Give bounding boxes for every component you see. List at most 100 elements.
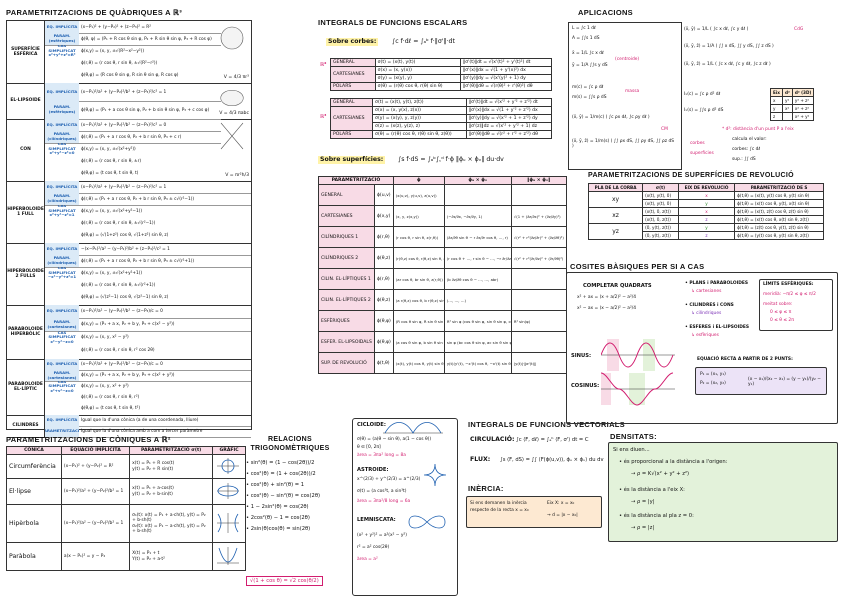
surf-cell-d3: R² sin(φ)	[510, 310, 567, 332]
surfaces-label: Sobre superfícies:	[318, 156, 386, 164]
curve-param: σ(y) = (x(y), y, z(y))	[372, 114, 467, 123]
basics-cylinders: • CILINDRES i CONS	[685, 303, 734, 308]
quadric-name: HIPERBOLOIDE 2 FULLS	[7, 243, 45, 305]
limits-line: 0 ≤ φ ≤ π	[770, 310, 792, 315]
rev-curve: (0, y(t), z(t))	[642, 231, 679, 240]
axis-cell: x² + y²	[791, 112, 815, 121]
line-title: EQUACIÓ RECTA A PARTIR DE 2 PUNTS:	[697, 357, 793, 362]
inertia-text: Si ens demanen la inèrcia respecte de la…	[470, 501, 529, 513]
quadric-row: ϕ(r,θ) = (r cos θ, r sin θ, r² cos 2θ)	[45, 344, 251, 357]
rev-plane: xy	[587, 191, 644, 208]
conic-name: Hipèrbola	[6, 504, 62, 543]
densitat-item: • és la distància a l'eix X:	[619, 487, 685, 493]
quadric-formula: ϕ(r,θ) = (r cos θ, r sin θ, ±√(r²−1))	[81, 220, 156, 226]
surf-cell-d2: (−∂z/∂x, −∂z/∂y, 1)	[443, 205, 512, 227]
app-centroid-x: x̄ = 1/L ∫c x dℓ	[572, 51, 604, 56]
astroid-area: àrea = 3πa²/8 long = 6a	[357, 499, 411, 504]
surf-cell-d1: (a r(θ,z) cos θ, b r(θ,z) sin θ, z)	[392, 289, 445, 311]
axis-cell: x	[770, 96, 783, 105]
quadric-row-label: EQ. IMPLÍCITA	[45, 243, 79, 255]
basics-box: COMPLETAR QUADRATS x² + ax = (x + a/2)² …	[566, 272, 838, 424]
quadric-row: ϕ(r,θ) = (r cos θ, r sin θ, r²)	[45, 392, 251, 403]
quadric-formula: ϕ(x,y) = (P₁ + a x, P₂ + b y, P₃ + c(x² …	[81, 373, 175, 378]
surf-cell-d1: (x(t), y(t) cos θ, y(t) sin θ)	[392, 352, 445, 374]
quadric-formula: ϕ(θ,φ) = (√(z²−1) cos θ, √(z²−1) sin θ, …	[81, 294, 169, 300]
surf-cell-d3	[510, 184, 567, 206]
quadric-row: ϕ(θ,φ) = (R cos θ sin φ, R sin θ sin φ, …	[45, 69, 221, 81]
surf-cell-name: ESFER. EL·LIPSOIDALS	[318, 331, 375, 353]
conic-equation: (x−P₁)² + (y−P₂)² = R²	[60, 454, 131, 479]
quadric-formula: −(x−P₁)²/a² − (y−P₂)²/b² + (z−P₃)²/c² = …	[81, 246, 170, 252]
quadric-row-label: EQ. IMPLÍCITA	[45, 119, 79, 131]
quadric-name: HIPERBOLOIDE 1 FULL	[7, 181, 45, 243]
densitat-formula: → ρ = K√(x² + y² + z²)	[631, 471, 690, 477]
quadric-formula: ϕ(r,θ) = (r cos θ, r sin θ, r² cos 2θ)	[81, 348, 155, 353]
rev-curve: (x(t), 0, z(t))	[642, 207, 679, 216]
quadric-row-label: PARAM. (cartesianes)	[45, 370, 79, 381]
quadric-formula: (x−P₁)²/a² + (y−P₂)²/b² − (z−P₃)/c = 0	[81, 362, 163, 367]
cycloid-param: σ(θ) = (a(θ − sin θ), a(1 − cos θ))	[357, 437, 432, 442]
surf-header: ϕ	[392, 176, 445, 185]
trig-line: • cos²(θ) = (1 + cos(2θ))/2	[246, 471, 316, 477]
surf-cell-d3	[510, 289, 567, 311]
surf-cell-phi: ϕ(θ,φ)	[373, 331, 394, 353]
quadric-formula: ϕ(θ,φ) = (R cos θ sin φ, R sin θ sin φ, …	[81, 72, 179, 78]
vector-title: INTEGRALS DE FUNCIONS VECTORIALS	[468, 420, 625, 429]
quadric-row-label: PARAM. (cilíndriques)	[45, 255, 79, 267]
surf-cell-phi: ϕ(θ,φ)	[373, 310, 394, 332]
quadric-row: EQ. IMPLÍCITA(x−P₁)² + (y−P₂)² + (z−P₃)²…	[45, 21, 221, 34]
quadric-row: ϕ(θ,φ) = (t cos θ, t sin θ, t²)	[45, 403, 251, 414]
surf-cell-phi: ϕ(θ,z)	[373, 247, 394, 269]
surf-cell-d2	[443, 184, 512, 206]
surfaces-formula: ∫s f·dS = ∫ₐᵇ∫꜀ᵈ f·ϕ ‖ϕᵤ × ϕᵥ‖ du·dv	[398, 156, 504, 163]
surf-cell-phi: ϕ(r,θ)	[373, 268, 394, 290]
conic-equation: (x−P₁)²/a² + (y−P₂)²/b² = 1	[60, 478, 131, 505]
quadric-formula: ϕ(θ,φ) = (t cos θ, t sin θ, t²)	[81, 406, 141, 411]
quadric-row: PARAM. (cartesianes)ϕ(x,y) = (P₁ + a x, …	[45, 318, 251, 332]
limits-title: LÍMITS ESFÈRIQUES:	[763, 282, 814, 287]
quadric-row-label: PARAM. (esfèriques)	[45, 33, 79, 45]
conics-title: PARAMETRITZACIONS DE CÒNIQUES A ℝ²	[6, 435, 171, 444]
rev-header: PARAMETRITZACIÓ DE S	[734, 183, 824, 192]
quadric-sketch	[220, 89, 244, 107]
surf-cell-d3	[510, 331, 567, 353]
trig-line: • cos²(θ) − sin²(θ) = cos(2θ)	[246, 493, 321, 499]
surf-cell-name: CILIN. EL·LÍPTIQUES 2	[318, 289, 375, 311]
conics-header: CÒNICA	[6, 446, 62, 455]
quadric-row: EQ. IMPLÍCITA(x−P₁)²/a² + (y−P₂)²/b² − (…	[45, 119, 221, 132]
surf-cell-d2: R² sin φ (cos θ sin φ, sin θ sin φ, cos …	[443, 310, 512, 332]
flux-label: FLUX:	[470, 456, 491, 463]
applications-title: APLICACIONS	[578, 8, 633, 17]
curve-param: σ(z) = (x(z), y(z), z)	[372, 122, 467, 131]
conic-param: x(t) = P₁ + R cos(t)	[132, 461, 175, 467]
surf-cell-phi: ϕ(t,θ)	[373, 352, 394, 374]
surf-cell-phi: ϕ(r,θ)	[373, 226, 394, 248]
conic-param: σ₂(t): x(t) = P₁ − a·ch(t), y(t) = P₂ + …	[132, 523, 206, 534]
conic-graph	[212, 454, 246, 479]
quadric-formula: Igual que la d'una cònica amb a com a te…	[81, 429, 203, 434]
quadric-formula: Igual que la d'una cònica (a de una coor…	[81, 418, 199, 423]
trig-title: RELACIONS TRIGONOMÈTRIQUES	[250, 435, 330, 453]
trig-line: • 1 − 2sin²(θ) = cos(2θ)	[246, 504, 309, 510]
rev-header: σ(t)	[642, 183, 679, 192]
quadric-row-label: PARAMETRITZACIÓ	[45, 426, 79, 437]
cycloid-title: CICLOIDE:	[357, 422, 386, 428]
rev-curve: (x(t), y(t), 0)	[642, 199, 679, 208]
surf-cell-phi: ϕ(x,y)	[373, 205, 394, 227]
quadric-formula: ϕ(θ,φ) = (t cos θ, t sin θ, t)	[81, 170, 139, 176]
astroid-eq: x^(2/3) + y^(2/3) = a^(2/3)	[357, 477, 421, 482]
limits-line: meridià: −π/2 ≤ φ ≤ π/2	[763, 292, 816, 297]
densitat-formula: → ρ = |z|	[631, 525, 655, 531]
quadric-row: ϕ(r,θ) = (r cos θ, r sin θ, ±√(r²+1))	[45, 279, 251, 291]
quadric-row: PARAMETRITZACIÓIgual que la d'una cònica…	[45, 426, 251, 438]
inertia-title: INÈRCIA:	[468, 484, 504, 493]
axis-cell: y²	[782, 96, 793, 105]
rev-param: ϕ(t,θ) = (x(t), y(t) cos θ, y(t) sin θ)	[734, 191, 824, 200]
quadric-sketch	[220, 26, 244, 50]
app-mass-curve: m(c) = ∫c ρ dℓ	[572, 85, 604, 90]
quadric-formula: ϕ(x,y) = (x, y, x² + y²)	[81, 384, 129, 389]
